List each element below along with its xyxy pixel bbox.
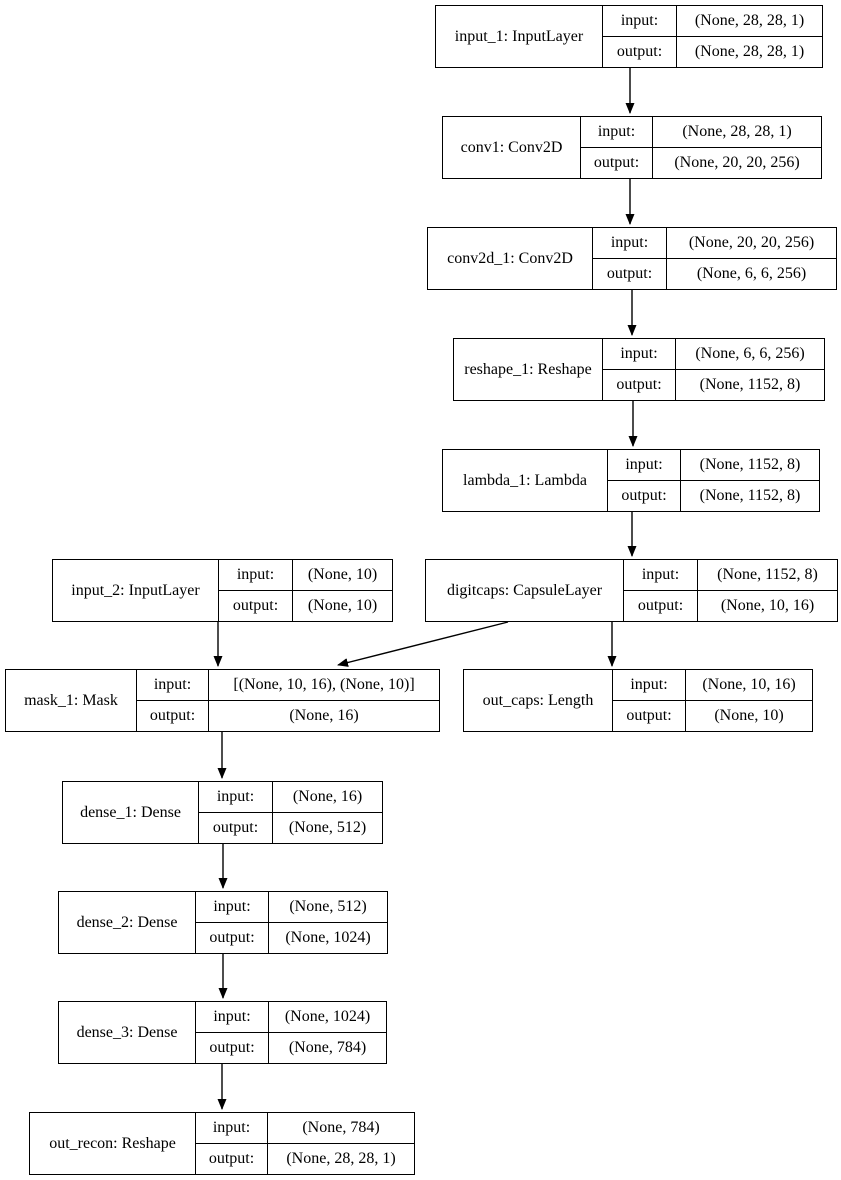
output-shape: (None, 1152, 8) xyxy=(699,376,801,393)
input-shape: (None, 6, 6, 256) xyxy=(676,339,824,370)
node-input_1: input_1: InputLayer input: output: (None… xyxy=(435,5,823,68)
output-shape: (None, 10) xyxy=(714,707,784,724)
output-label: output: xyxy=(637,597,684,614)
node-dense_3: dense_3: Dense input: output: (None, 102… xyxy=(58,1001,387,1064)
output-label: output: xyxy=(208,1150,255,1167)
output-shape: (None, 1024) xyxy=(285,929,371,946)
input-label: input: xyxy=(613,670,685,701)
input-label: input: xyxy=(603,6,676,37)
output-label: output: xyxy=(232,597,279,614)
node-input_2: input_2: InputLayer input: output: (None… xyxy=(52,559,393,622)
input-shape: (None, 16) xyxy=(273,782,382,813)
input-label: input: xyxy=(603,339,675,370)
output-label: output: xyxy=(149,707,196,724)
input-label: input: xyxy=(196,1002,268,1033)
layer-label: dense_1: Dense xyxy=(63,782,199,843)
layer-label: out_recon: Reshape xyxy=(30,1113,196,1174)
node-out_recon: out_recon: Reshape input: output: (None,… xyxy=(29,1112,415,1175)
input-shape: (None, 10, 16) xyxy=(686,670,812,701)
output-label: output: xyxy=(616,376,662,393)
node-dense_2: dense_2: Dense input: output: (None, 512… xyxy=(58,891,388,954)
output-shape: (None, 10, 16) xyxy=(720,597,815,614)
input-shape: (None, 1152, 8) xyxy=(698,560,837,591)
input-label: input: xyxy=(581,117,652,148)
output-shape: (None, 28, 28, 1) xyxy=(694,43,805,60)
output-shape: (None, 10) xyxy=(307,597,378,614)
input-shape: (None, 28, 28, 1) xyxy=(677,6,822,37)
node-digitcaps: digitcaps: CapsuleLayer input: output: (… xyxy=(425,559,838,622)
layer-label: conv2d_1: Conv2D xyxy=(428,228,593,289)
input-shape: [(None, 10, 16), (None, 10)] xyxy=(209,670,439,701)
output-label: output: xyxy=(593,154,640,171)
layer-label: reshape_1: Reshape xyxy=(454,339,603,400)
output-shape: (None, 784) xyxy=(288,1039,367,1056)
output-label: output: xyxy=(209,929,255,946)
input-shape: (None, 10) xyxy=(293,560,392,591)
input-label: input: xyxy=(593,228,666,259)
output-shape: (None, 20, 20, 256) xyxy=(674,154,800,171)
output-shape: (None, 28, 28, 1) xyxy=(286,1150,396,1167)
output-shape: (None, 6, 6, 256) xyxy=(696,265,807,282)
node-mask_1: mask_1: Mask input: output: [(None, 10, … xyxy=(5,669,440,732)
input-label: input: xyxy=(196,892,268,923)
node-lambda_1: lambda_1: Lambda input: output: (None, 1… xyxy=(442,449,820,512)
input-shape: (None, 1024) xyxy=(269,1002,386,1033)
node-out_caps: out_caps: Length input: output: (None, 1… xyxy=(463,669,813,732)
input-shape: (None, 784) xyxy=(268,1113,414,1144)
input-label: input: xyxy=(199,782,272,813)
layer-label: input_1: InputLayer xyxy=(436,6,603,67)
output-label: output: xyxy=(606,265,653,282)
output-label: output: xyxy=(621,487,667,504)
output-label: output: xyxy=(626,707,672,724)
layer-label: mask_1: Mask xyxy=(6,670,137,731)
node-conv1: conv1: Conv2D input: output: (None, 28, … xyxy=(442,116,822,179)
output-label: output: xyxy=(212,819,259,836)
input-shape: (None, 28, 28, 1) xyxy=(653,117,821,148)
edge-digitcaps-mask_1 xyxy=(337,621,509,667)
output-shape: (None, 1152, 8) xyxy=(699,487,801,504)
output-shape: (None, 16) xyxy=(289,707,359,724)
input-label: input: xyxy=(219,560,292,591)
layer-label: input_2: InputLayer xyxy=(53,560,219,621)
input-shape: (None, 20, 20, 256) xyxy=(667,228,836,259)
output-label: output: xyxy=(616,43,663,60)
input-label: input: xyxy=(137,670,208,701)
node-dense_1: dense_1: Dense input: output: (None, 16)… xyxy=(62,781,383,844)
output-shape: (None, 512) xyxy=(288,819,367,836)
layer-label: digitcaps: CapsuleLayer xyxy=(426,560,624,621)
layer-label: dense_2: Dense xyxy=(59,892,196,953)
layer-label: dense_3: Dense xyxy=(59,1002,196,1063)
input-label: input: xyxy=(196,1113,267,1144)
input-shape: (None, 512) xyxy=(269,892,387,923)
node-conv2d_1: conv2d_1: Conv2D input: output: (None, 2… xyxy=(427,227,837,290)
node-reshape_1: reshape_1: Reshape input: output: (None,… xyxy=(453,338,825,401)
layer-label: lambda_1: Lambda xyxy=(443,450,608,511)
layer-label: conv1: Conv2D xyxy=(443,117,581,178)
input-shape: (None, 1152, 8) xyxy=(681,450,819,481)
input-label: input: xyxy=(624,560,697,591)
layer-label: out_caps: Length xyxy=(464,670,613,731)
input-label: input: xyxy=(608,450,680,481)
output-label: output: xyxy=(209,1039,255,1056)
